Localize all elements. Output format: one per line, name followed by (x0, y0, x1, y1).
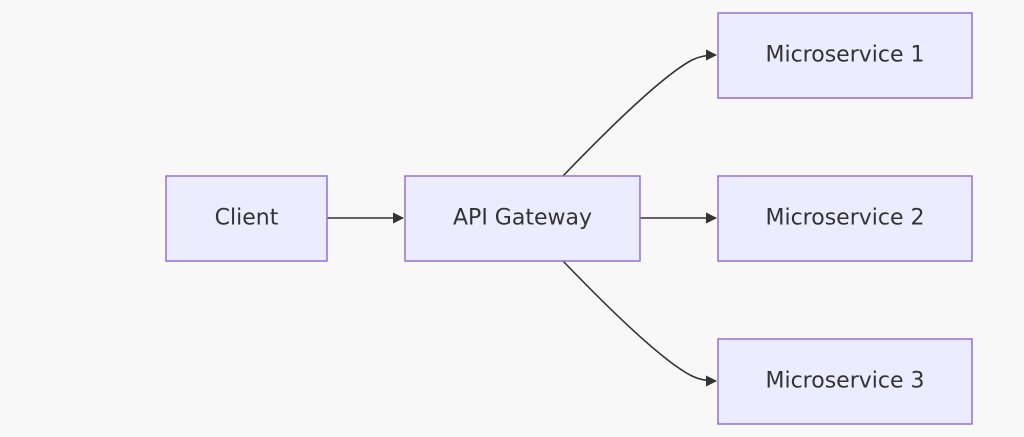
node-client-label: Client (215, 206, 279, 231)
edge-gateway-to-microservice-3 (562, 260, 718, 387)
node-microservice-2-label: Microservice 2 (765, 206, 924, 231)
node-client-box (165, 175, 328, 262)
node-client[interactable]: Client (165, 175, 328, 262)
node-microservice-2[interactable]: Microservice 2 (717, 175, 973, 262)
node-api-gateway-label: API Gateway (453, 206, 592, 231)
node-api-gateway-box (404, 175, 641, 262)
node-microservice-2-box (717, 175, 973, 262)
node-api-gateway[interactable]: API Gateway (404, 175, 641, 262)
node-microservice-3[interactable]: Microservice 3 (717, 338, 973, 425)
node-microservice-3-label: Microservice 3 (765, 369, 924, 394)
node-microservice-3-box (717, 338, 973, 425)
node-microservice-1-label: Microservice 1 (765, 43, 924, 68)
node-microservice-1-box (717, 12, 973, 99)
edge-gateway-to-microservice-1 (562, 49, 718, 177)
node-microservice-1[interactable]: Microservice 1 (717, 12, 973, 99)
